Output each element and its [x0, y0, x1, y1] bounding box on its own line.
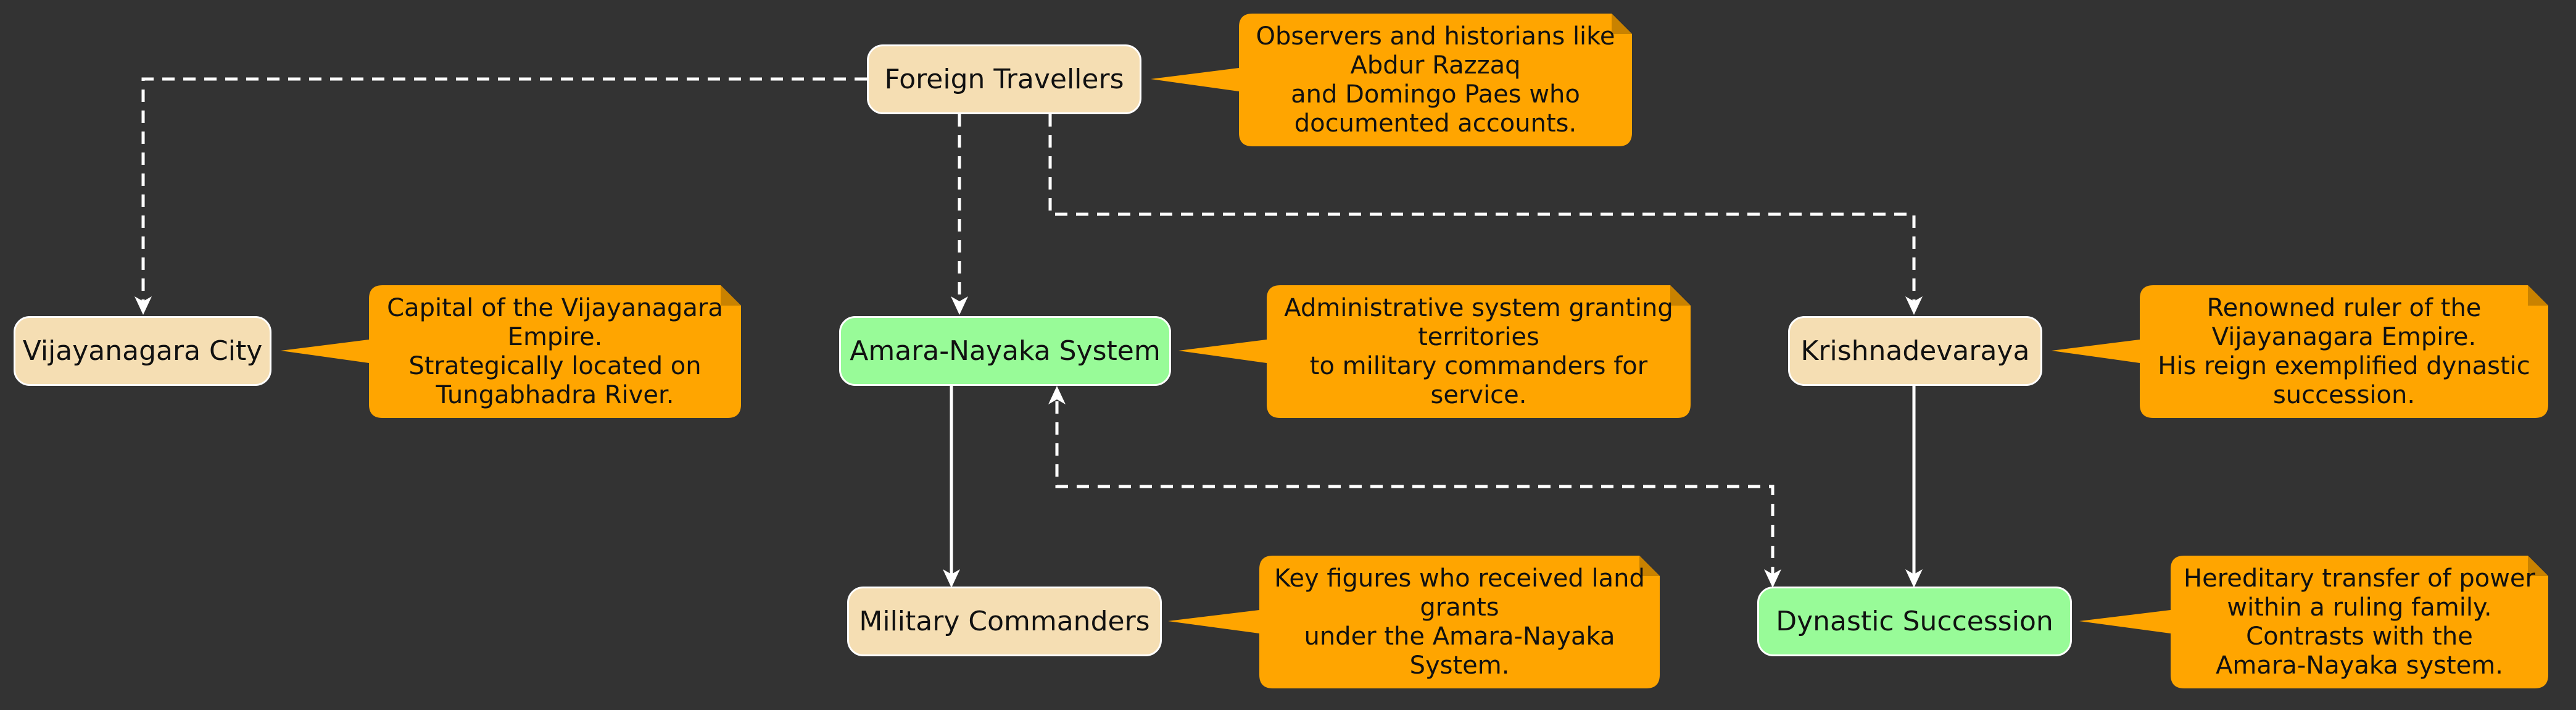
node-vijayanagara-city: Vijayanagara City	[14, 316, 271, 386]
node-dynastic-succession: Dynastic Succession	[1757, 587, 2072, 656]
arrowheads	[135, 296, 1923, 588]
note-line: territories	[1418, 322, 1539, 351]
note-line: Vijayanagara Empire.	[2211, 322, 2477, 351]
note-line: Strategically located on	[408, 351, 702, 380]
note-line: within a ruling family.	[2227, 593, 2492, 622]
note-shape-military-commanders	[1168, 556, 1660, 688]
note-line: Key figures who received land	[1274, 564, 1645, 593]
note-fold-military-commanders	[1639, 556, 1660, 576]
note-line: to military commanders for	[1309, 351, 1648, 380]
note-line: Capital of the Vijayanagara	[387, 293, 723, 322]
node-label: Vijayanagara City	[22, 335, 263, 367]
note-fold-foreign-travellers	[1612, 14, 1632, 34]
note-line: System.	[1409, 651, 1510, 680]
note-line: Contrasts with the	[2246, 622, 2473, 651]
note-military-commanders: Key figures who received land grants und…	[1259, 556, 1660, 688]
note-line: succession.	[2272, 380, 2416, 409]
arrowhead-vijayanagara-city	[135, 296, 152, 315]
note-dynastic-succession: Hereditary transfer of power within a ru…	[2171, 556, 2548, 688]
arrowhead-dynastic-succession-left	[1764, 569, 1781, 588]
arrowhead-dynastic-succession	[1905, 569, 1923, 588]
arrowhead-amara-nayaka-bottom	[1048, 386, 1066, 404]
note-line: His reign exemplified dynastic	[2158, 351, 2530, 380]
note-line: under the Amara-Nayaka	[1304, 622, 1615, 651]
note-line: and Domingo Paes who	[1291, 80, 1580, 109]
note-fold-amara-nayaka	[1670, 285, 1691, 306]
note-line: Abdur Razzaq	[1350, 51, 1521, 80]
arrowhead-krishnadevaraya	[1905, 296, 1923, 315]
note-shape-krishnadevaraya	[2052, 285, 2548, 418]
edge-foreign-travellers-to-vijayanagara-city	[141, 77, 867, 303]
node-label: Foreign Travellers	[884, 64, 1124, 95]
note-line: Renowned ruler of the	[2206, 293, 2482, 322]
note-krishnadevaraya: Renowned ruler of the Vijayanagara Empir…	[2140, 285, 2548, 418]
node-label: Krishnadevaraya	[1800, 335, 2030, 367]
node-foreign-travellers: Foreign Travellers	[867, 44, 1141, 114]
node-amara-nayaka-system: Amara-Nayaka System	[839, 316, 1171, 386]
arrowhead-military-commanders	[943, 569, 960, 588]
node-label: Amara-Nayaka System	[850, 335, 1161, 367]
note-line: documented accounts.	[1294, 109, 1577, 138]
note-fold-vijayanagara-city	[721, 285, 741, 306]
arrowhead-amara-nayaka-top	[951, 296, 968, 315]
note-line: Tungabhadra River.	[436, 380, 674, 409]
note-line: service.	[1430, 380, 1527, 409]
note-shape-foreign-travellers	[1151, 14, 1632, 146]
node-krishnadevaraya: Krishnadevaraya	[1788, 316, 2042, 386]
note-line: grants	[1420, 593, 1499, 622]
note-line: Amara-Nayaka system.	[2216, 651, 2503, 680]
edge-foreign-travellers-to-krishnadevaraya	[1048, 114, 1916, 303]
node-military-commanders: Military Commanders	[847, 587, 1162, 656]
node-label: Dynastic Succession	[1776, 606, 2053, 637]
note-shape-vijayanagara-city	[281, 285, 741, 418]
note-line: Empire.	[507, 322, 603, 351]
note-amara-nayaka-system: Administrative system granting territori…	[1267, 285, 1691, 418]
edges	[141, 77, 1916, 575]
notes	[281, 14, 2548, 688]
node-label: Military Commanders	[859, 606, 1150, 637]
note-shape-amara-nayaka	[1178, 285, 1691, 418]
note-line: Administrative system granting	[1284, 293, 1673, 322]
note-foreign-travellers: Observers and historians like Abdur Razz…	[1239, 14, 1632, 146]
note-fold-dynastic-succession	[2528, 556, 2548, 576]
note-vijayanagara-city: Capital of the Vijayanagara Empire. Stra…	[369, 285, 741, 418]
note-line: Observers and historians like	[1256, 22, 1615, 51]
edge-amara-nayaka-to-dynastic-succession	[1055, 401, 1775, 575]
note-fold-krishnadevaraya	[2528, 285, 2548, 306]
note-shape-dynastic-succession	[2079, 556, 2548, 688]
note-line: Hereditary transfer of power	[2184, 564, 2535, 593]
